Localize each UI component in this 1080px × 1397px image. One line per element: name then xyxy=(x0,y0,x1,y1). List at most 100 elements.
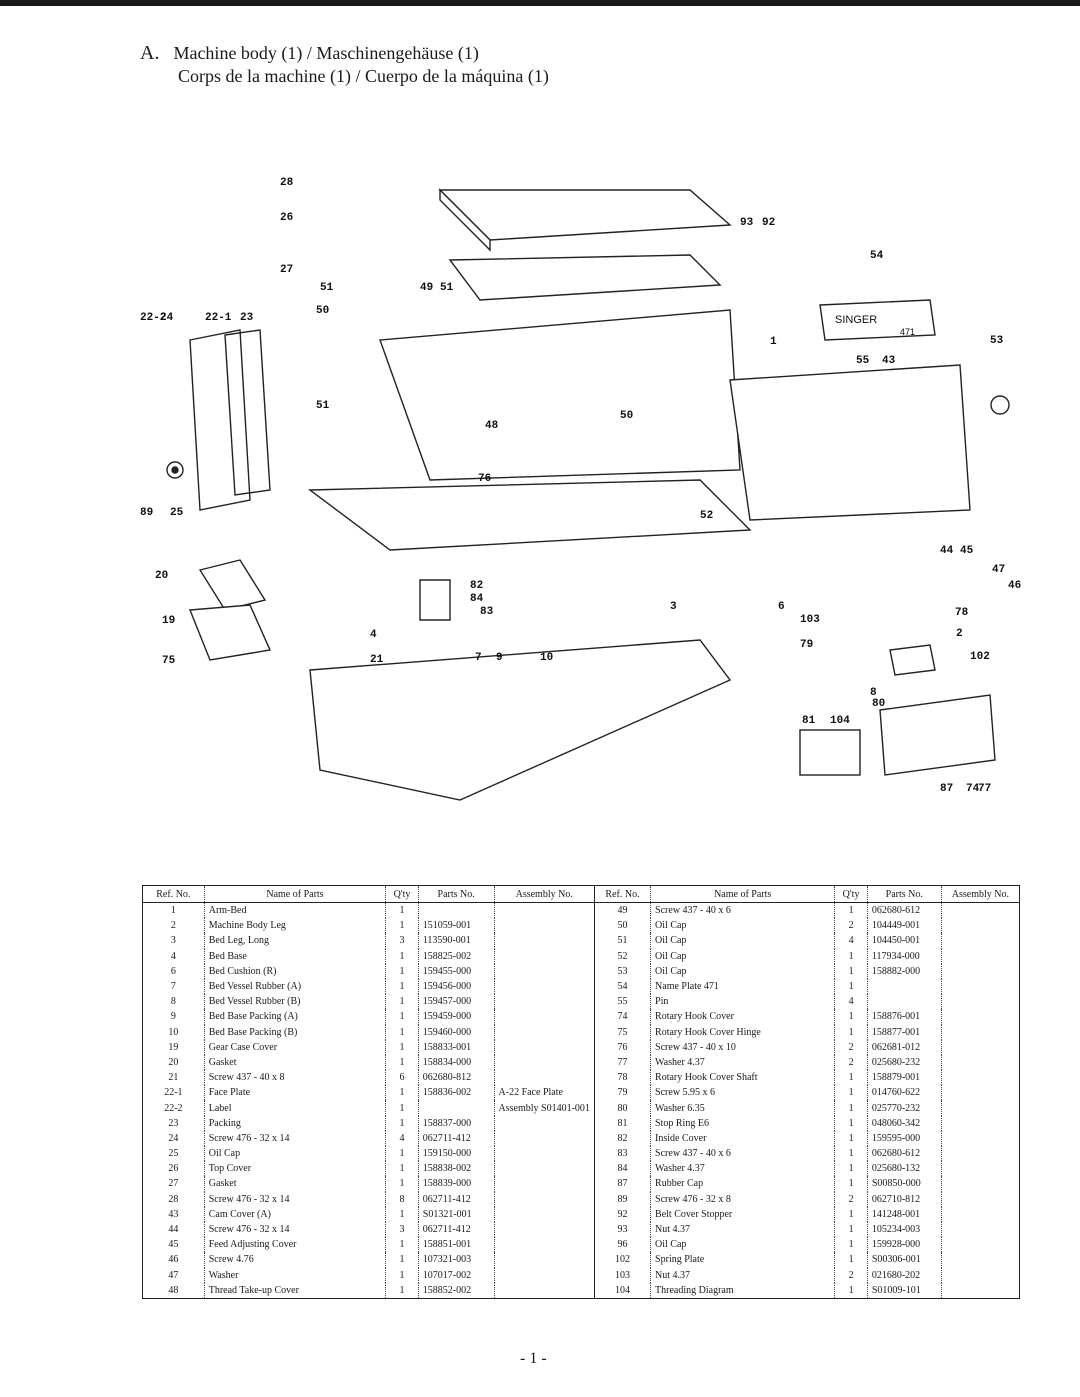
cell-qty: 1 xyxy=(385,1115,419,1131)
cell-name: Oil Cap xyxy=(203,1146,386,1162)
cell-ref: 74 xyxy=(593,1009,651,1025)
face-plate-shape xyxy=(189,329,251,511)
callout-label: 75 xyxy=(162,655,176,667)
cell-part xyxy=(417,902,495,919)
cell-ref: 82 xyxy=(593,1130,651,1146)
callout-label: 54 xyxy=(870,250,884,262)
cell-qty: 1 xyxy=(385,1024,419,1040)
header-name: Name of Parts xyxy=(650,885,835,903)
cell-name: Bed Base xyxy=(203,948,386,964)
cell-asm xyxy=(493,1146,595,1162)
cell-part: S00306-001 xyxy=(866,1252,942,1268)
callout-label: 45 xyxy=(960,545,974,557)
callout-label: 55 xyxy=(856,355,870,367)
cell-ref: 92 xyxy=(593,1206,651,1222)
callout-label: 8 xyxy=(870,687,877,699)
cell-part: 158833-001 xyxy=(417,1039,495,1055)
cell-qty: 1 xyxy=(834,1282,868,1299)
cell-asm xyxy=(940,1176,1021,1192)
cell-ref: 50 xyxy=(593,918,651,934)
cell-part: 159595-000 xyxy=(866,1130,942,1146)
callout-label: 21 xyxy=(370,654,384,666)
cell-qty: 1 xyxy=(385,1146,419,1162)
cell-asm xyxy=(493,1130,595,1146)
cell-name: Label xyxy=(203,1100,386,1116)
cell-ref: 96 xyxy=(593,1237,651,1253)
cell-part: 158851-001 xyxy=(417,1237,495,1253)
callout-label: 74 xyxy=(966,783,980,795)
cell-asm xyxy=(940,963,1021,979)
cell-name: Belt Cover Stopper xyxy=(650,1206,835,1222)
cell-ref: 53 xyxy=(593,963,651,979)
cell-ref: 9 xyxy=(142,1009,205,1025)
cell-asm xyxy=(493,918,595,934)
cell-asm xyxy=(493,1054,595,1071)
cell-asm: Assembly S01401-001 xyxy=(493,1100,595,1116)
callout-label: 6 xyxy=(778,601,785,613)
cell-asm xyxy=(940,1267,1021,1283)
callout-label: 51 xyxy=(320,282,334,294)
cell-asm xyxy=(940,1024,1021,1040)
cell-name: Spring Plate xyxy=(650,1252,835,1268)
callout-label: 23 xyxy=(240,312,254,324)
cell-part: 159928-000 xyxy=(866,1237,942,1253)
callout-label: 76 xyxy=(478,473,491,485)
cell-qty: 1 xyxy=(385,1267,419,1283)
cell-asm xyxy=(940,1161,1021,1177)
cell-name: Screw 437 - 40 x 10 xyxy=(650,1039,835,1055)
cell-qty: 6 xyxy=(385,1070,419,1086)
cell-name: Face Plate xyxy=(203,1085,386,1101)
cell-name: Screw 476 - 32 x 8 xyxy=(650,1191,835,1207)
cell-part: S01009-101 xyxy=(866,1282,942,1299)
cell-asm xyxy=(940,1206,1021,1222)
callout-label: 22-2 xyxy=(140,312,166,324)
cell-qty: 1 xyxy=(385,994,419,1010)
cell-asm xyxy=(493,933,595,949)
cell-part xyxy=(417,1100,495,1116)
callout-label: 19 xyxy=(162,615,175,627)
callout-label: 46 xyxy=(1008,580,1021,592)
arm-housing-shape xyxy=(729,364,971,521)
header-qty: Q'ty xyxy=(834,885,868,903)
cell-ref: 26 xyxy=(142,1161,205,1177)
cell-asm xyxy=(493,1237,595,1253)
callout-label: 78 xyxy=(955,607,969,619)
header-ref-no: Ref. No. xyxy=(593,885,651,903)
cell-ref: 80 xyxy=(593,1100,651,1116)
cell-asm xyxy=(940,1070,1021,1086)
cell-qty: 2 xyxy=(834,1054,868,1071)
cell-asm xyxy=(940,1085,1021,1101)
cell-asm xyxy=(940,1191,1021,1207)
cell-ref: 93 xyxy=(593,1221,651,1238)
header-assembly-no: Assembly No. xyxy=(940,885,1021,903)
cell-ref: 78 xyxy=(593,1070,651,1086)
cell-ref: 8 xyxy=(142,994,205,1010)
cell-part: 158839-000 xyxy=(417,1176,495,1192)
callout-label: 103 xyxy=(800,614,820,626)
callout-label: 50 xyxy=(620,410,633,422)
cell-name: Washer xyxy=(203,1267,386,1283)
cell-asm xyxy=(493,1206,595,1222)
cell-name: Rubber Cap xyxy=(650,1176,835,1192)
cell-qty: 1 xyxy=(834,1146,868,1162)
callout-label: 24 xyxy=(160,312,174,324)
callout-label: 25 xyxy=(170,507,184,519)
callout-label: 43 xyxy=(882,355,896,367)
callout-label: 51 xyxy=(440,282,454,294)
cell-ref: 104 xyxy=(593,1282,651,1299)
cell-qty: 1 xyxy=(385,1039,419,1055)
cell-ref: 43 xyxy=(142,1206,205,1222)
callout-label: 47 xyxy=(992,564,1005,576)
cell-ref: 51 xyxy=(593,933,651,949)
cell-ref: 76 xyxy=(593,1039,651,1055)
cell-part: 158838-002 xyxy=(417,1161,495,1177)
cell-part: 158876-001 xyxy=(866,1009,942,1025)
